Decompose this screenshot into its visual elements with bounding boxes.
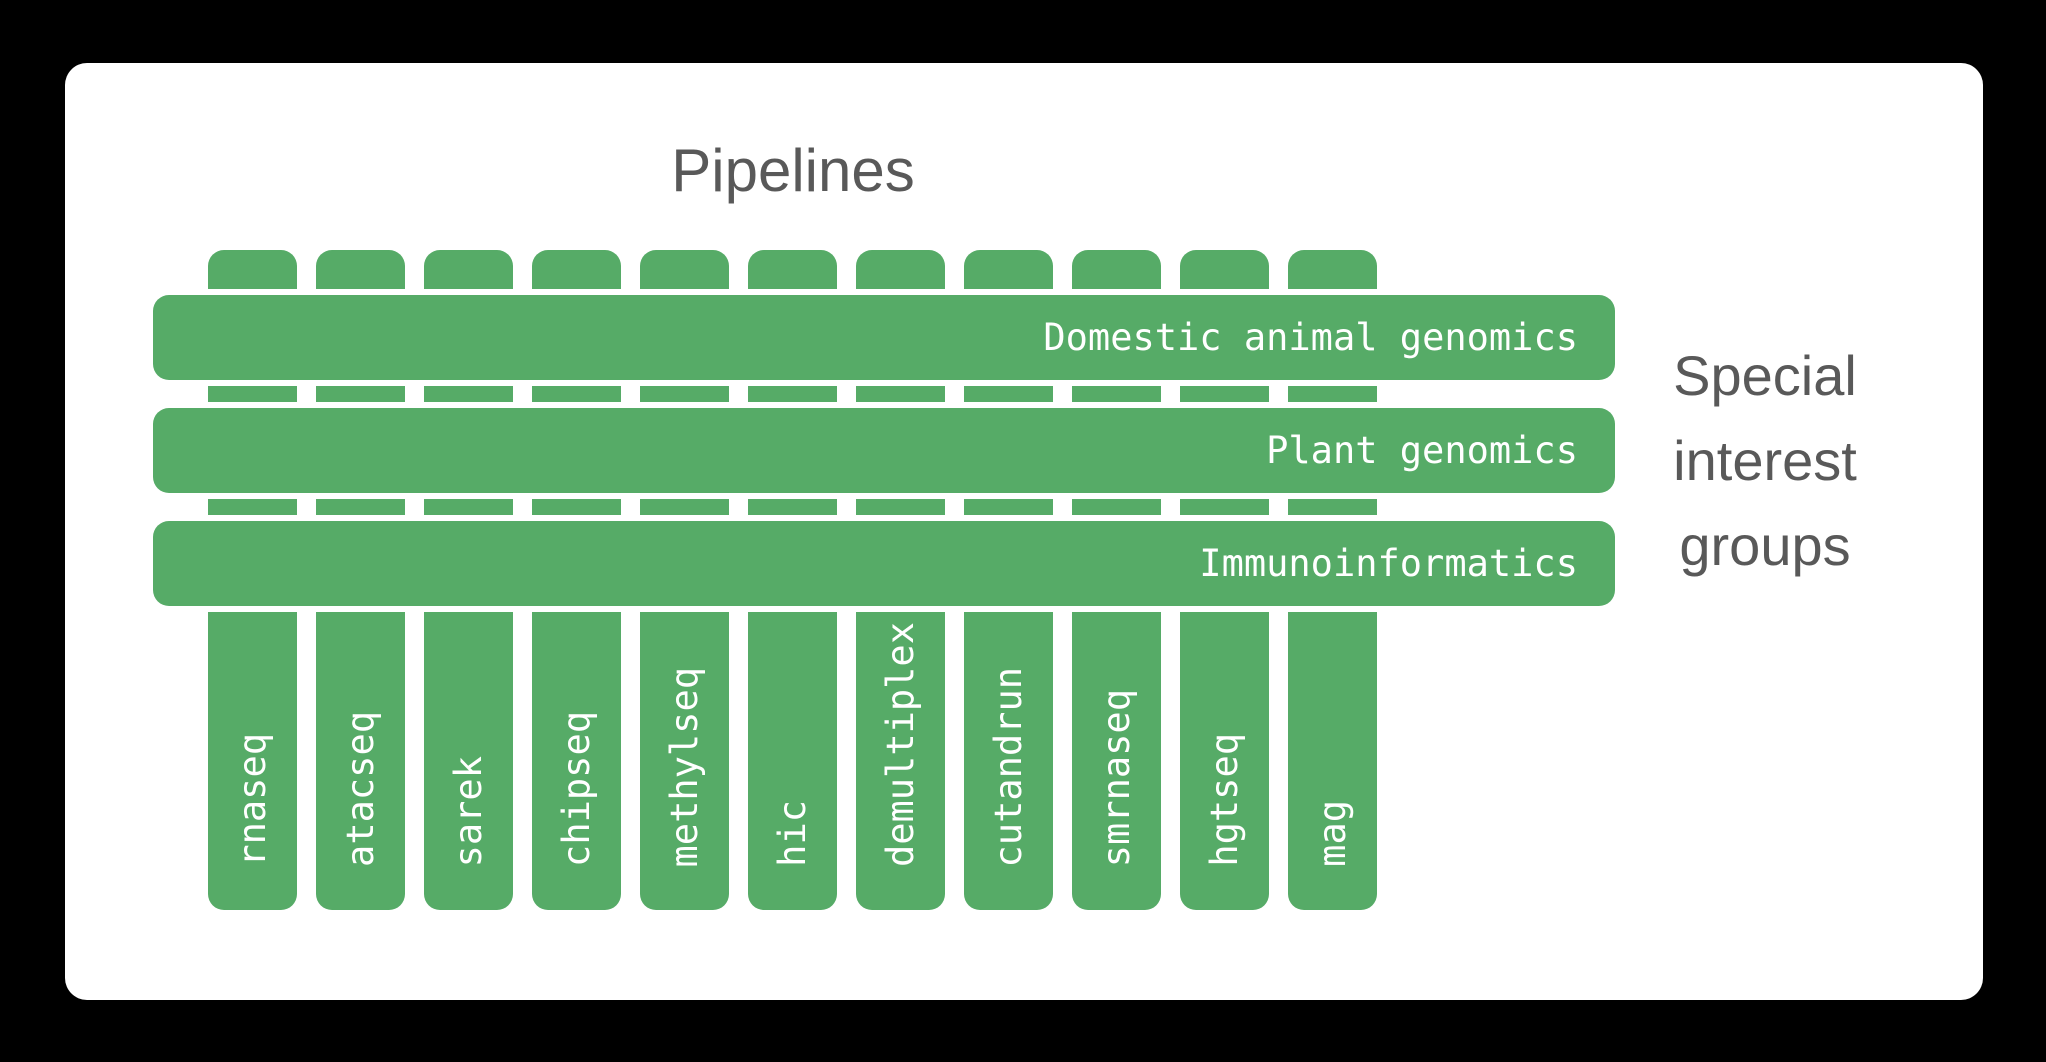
pipeline-column-label: rnaseq [231, 733, 274, 867]
side-heading-line: groups [1679, 514, 1851, 577]
special-interest-group-bar-immunoinformatics: Immunoinformatics [153, 521, 1615, 606]
side-heading-line: interest [1673, 429, 1857, 492]
pipelines-title: Pipelines [671, 137, 915, 204]
pipeline-column-label: chipseq [555, 711, 598, 867]
pipeline-column-label: hic [771, 800, 814, 867]
special-interest-group-bar-domestic-animal-genomics: Domestic animal genomics [153, 295, 1615, 380]
pipeline-column-label: mag [1311, 800, 1354, 867]
slide-card: Pipelines rnaseq atacseq sarek chipseq m… [65, 63, 1983, 1000]
special-interest-groups-heading: Special interest groups [1545, 333, 1985, 588]
pipeline-column-label: atacseq [339, 711, 382, 867]
pipeline-column-label: cutandrun [987, 666, 1030, 867]
side-heading-line: Special [1673, 344, 1857, 407]
special-interest-group-bar-plant-genomics: Plant genomics [153, 408, 1615, 493]
pipeline-column-label: hgtseq [1203, 733, 1246, 867]
weave-diagram: rnaseq atacseq sarek chipseq methylseq h… [65, 63, 1983, 1000]
pipeline-column-label: demultiplex [879, 621, 922, 867]
special-interest-group-label: Plant genomics [1266, 429, 1578, 472]
pipeline-column-label: methylseq [663, 666, 706, 867]
pipeline-column-label: smrnaseq [1095, 688, 1138, 867]
pipeline-column-label: sarek [447, 755, 490, 867]
special-interest-group-label: Immunoinformatics [1199, 542, 1578, 585]
special-interest-group-label: Domestic animal genomics [1043, 316, 1578, 359]
